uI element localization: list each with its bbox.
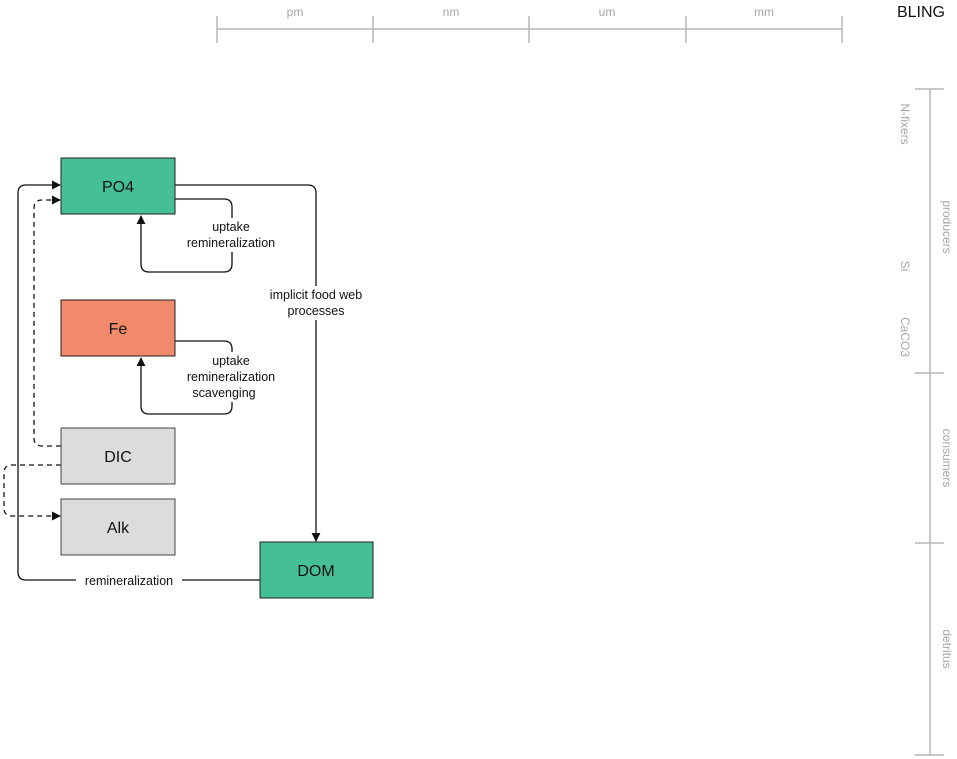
sublabel-n-fixers: N-fixers	[898, 103, 912, 144]
food-web-label-line2: processes	[288, 304, 345, 318]
dic-to-alk-dashed-arrow	[3, 464, 61, 521]
po4-box: PO4	[60, 157, 176, 215]
size-label-nm: nm	[443, 5, 460, 19]
po4-loop-arrow	[136, 198, 233, 273]
alk-box-rect	[60, 498, 176, 556]
alk-box: Alk	[60, 498, 176, 556]
dom-return-label: remineralization	[85, 574, 173, 588]
dom-box-rect	[259, 541, 374, 599]
po4-loop-label-uptake: uptake	[212, 220, 250, 234]
dom-box-label: DOM	[297, 563, 334, 580]
sublabel-caco3: CaCO3	[898, 317, 912, 357]
po4-loop-label-bg	[206, 218, 284, 252]
size-label-um: um	[599, 5, 616, 19]
dom-return-label-bg	[76, 572, 182, 588]
food-web-label-bg	[258, 286, 374, 320]
food-web-arrow	[175, 184, 321, 542]
flows: uptake remineralization uptake remineral…	[3, 180, 374, 588]
fe-loop-label-remineralization: remineralization	[187, 370, 275, 384]
po4-box-label: PO4	[102, 179, 134, 196]
alk-box-label: Alk	[107, 520, 130, 537]
fe-loop-label-scavenging: scavenging	[192, 386, 255, 400]
dic-to-po4-dashed-arrow	[33, 195, 61, 447]
group-producers: producers	[940, 200, 954, 253]
dom-box: DOM	[259, 541, 374, 599]
size-scale: pm nm um mm	[216, 5, 843, 43]
dom-return-arrow	[17, 180, 260, 581]
dic-box: DIC	[60, 427, 176, 485]
fe-loop-label-uptake: uptake	[212, 354, 250, 368]
po4-box-rect	[60, 157, 176, 215]
group-detritus: detritus	[940, 629, 954, 668]
fe-box-label: Fe	[109, 321, 128, 338]
sublabel-si: Si	[898, 261, 912, 272]
size-label-mm: mm	[754, 5, 774, 19]
plankton-axis: producers consumers detritus N-fixers Si…	[898, 88, 954, 756]
group-consumers: consumers	[940, 429, 954, 488]
size-label-pm: pm	[287, 5, 304, 19]
model-title: BLING	[897, 4, 945, 21]
po4-loop-label-remineralization: remineralization	[187, 236, 275, 250]
dic-box-label: DIC	[104, 449, 132, 466]
fe-box: Fe	[60, 299, 176, 357]
fe-loop-arrow	[136, 340, 233, 415]
food-web-label-line1: implicit food web	[270, 288, 362, 302]
fe-box-rect	[60, 299, 176, 357]
tracer-boxes: PO4 Fe DIC Alk DOM	[60, 157, 374, 599]
fe-loop-label-bg	[202, 352, 286, 402]
dic-box-rect	[60, 427, 176, 485]
